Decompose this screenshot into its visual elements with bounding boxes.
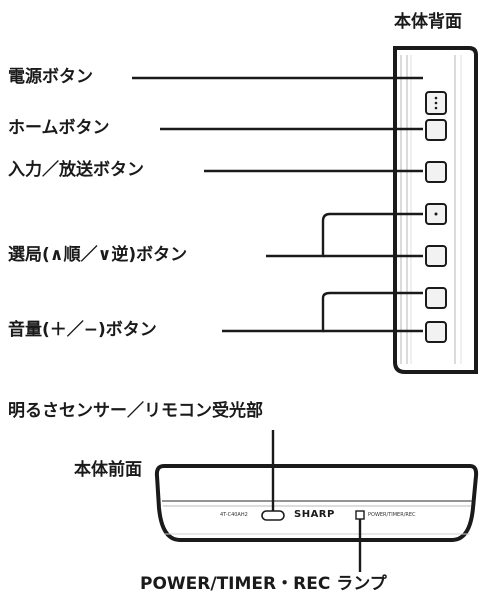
home-button-label: ホームボタン [8,118,110,138]
input-button [425,161,447,183]
model-text: 4T-C40AH2 [220,512,248,518]
rear-panel-title: 本体背面 [394,12,462,32]
indicator-text: POWER/TIMER/REC [368,512,416,518]
channel-button-label: 選局(∧順／∨逆)ボタン [8,245,188,265]
sensor-label: 明るさセンサー／リモコン受光部 [8,401,263,421]
power-button-label: 電源ボタン [8,67,93,87]
channel-up-button [425,203,447,225]
front-panel [154,464,479,542]
volume-down-button [425,321,447,343]
brand-logo: SHARP [294,509,335,520]
leader-lines-rear [132,76,423,333]
volume-up-button [425,287,447,309]
front-panel-title: 本体前面 [74,460,142,480]
home-button [425,119,447,141]
light-sensor-window [261,510,285,521]
power-indicator-lamp [355,510,365,520]
power-button [425,91,447,115]
leader-lines-front [271,430,362,572]
channel-down-button [425,245,447,267]
volume-button-label: 音量(＋／−)ボタン [8,320,157,340]
lamp-label: POWER/TIMER・REC ランプ [140,574,387,594]
input-button-label: 入力／放送ボタン [8,160,144,180]
